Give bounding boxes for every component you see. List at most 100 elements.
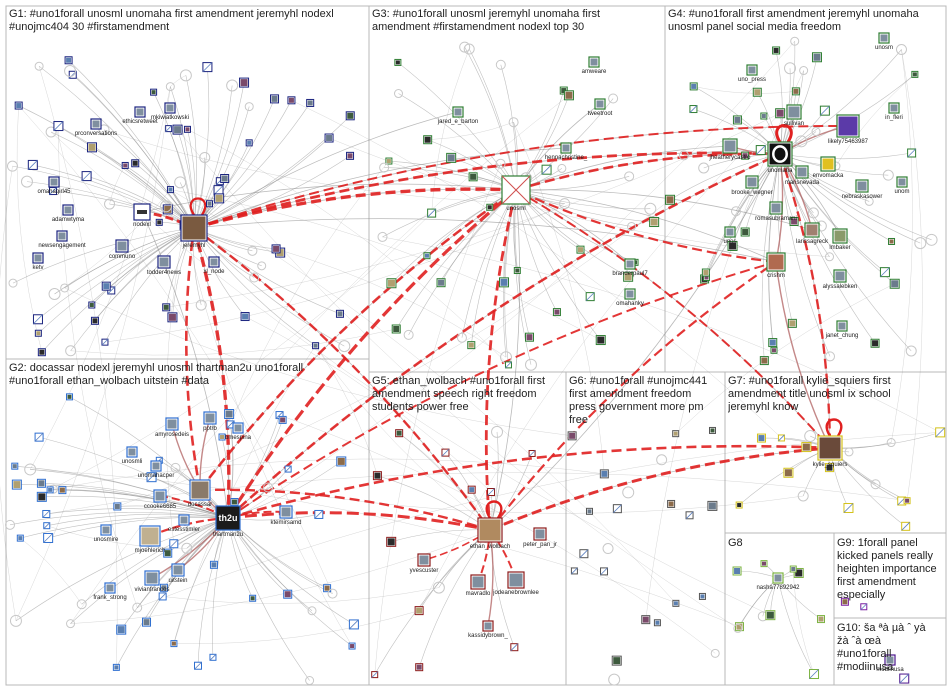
node-kassidybrown[interactable]: kassidybrown_ (468, 620, 509, 639)
node-g1-n11[interactable] (338, 340, 351, 353)
node-g2-n29[interactable] (284, 465, 292, 473)
node-jeremyhl[interactable]: jeremyhl (180, 214, 208, 249)
node-g4-n40[interactable] (791, 87, 800, 96)
node-g8-n9[interactable] (816, 615, 825, 624)
node-g1-n26[interactable] (53, 121, 64, 132)
node-g2-n3[interactable] (348, 642, 356, 650)
node-mkiwiatkowski[interactable]: mkiwiatkowski (151, 102, 189, 121)
node-g4-n11[interactable] (770, 346, 778, 354)
node-unosm[interactable]: unosm (875, 32, 893, 51)
node-brooke_wegner[interactable]: brooke_wegner (731, 175, 773, 196)
node-g1-n14[interactable] (155, 218, 163, 226)
node-g4-n5[interactable] (895, 43, 907, 55)
node-newsengagement[interactable]: newsengagement (38, 230, 86, 249)
node-g1-n43[interactable] (249, 272, 260, 283)
node-g2-n22[interactable] (46, 486, 54, 494)
node-g1-n42[interactable] (81, 171, 92, 182)
node-g3-n44[interactable] (463, 43, 475, 55)
node-g3-n34[interactable] (423, 252, 431, 260)
node-g3-n36[interactable] (456, 332, 467, 343)
node-g1-n60[interactable] (179, 69, 192, 82)
node-peter_pan_jr[interactable]: peter_pan_jr (523, 527, 557, 548)
node-g3-n27[interactable] (504, 361, 512, 369)
node-g5-n6[interactable] (415, 663, 424, 672)
node-g7-n0[interactable] (901, 521, 911, 531)
node-g3-n6[interactable] (423, 135, 433, 145)
node-crishm[interactable]: crishm (766, 252, 786, 279)
node-g6-n15[interactable] (599, 469, 609, 479)
node-g1-n28[interactable] (20, 175, 33, 188)
node-g5-n3[interactable] (467, 485, 476, 494)
node-g3-n12[interactable] (559, 198, 571, 210)
node-g6-n6[interactable] (570, 567, 578, 575)
node-g4-n7[interactable] (760, 112, 768, 120)
node-prconversations[interactable]: prconversations (75, 118, 117, 137)
node-g1-n64[interactable] (287, 96, 296, 105)
node-g1-n9[interactable] (206, 200, 214, 208)
node-g6-n9[interactable] (698, 592, 706, 600)
node-g1-n56[interactable] (64, 65, 77, 78)
node-g3-n9[interactable] (524, 332, 534, 342)
node-g7-n2[interactable] (797, 490, 809, 502)
node-g1-n48[interactable] (167, 312, 178, 323)
node-g1-n6[interactable] (239, 77, 250, 88)
node-g4-n2[interactable] (775, 108, 786, 119)
node-g2-n44[interactable] (158, 592, 167, 601)
node-g2-n4[interactable] (66, 393, 74, 401)
node-g2-n39[interactable] (5, 519, 16, 530)
node-g2-n28[interactable] (170, 462, 181, 473)
node-g3-n8[interactable] (495, 158, 506, 169)
node-unomahacper[interactable]: unomahacper (138, 460, 175, 479)
node-xl_node[interactable]: xl_node (203, 256, 225, 275)
node-docassar[interactable]: docassar (188, 479, 212, 508)
node-g3-n30[interactable] (427, 208, 437, 218)
node-g3-n29[interactable] (563, 90, 574, 101)
node-g1-n39[interactable] (271, 244, 281, 254)
node-g6-n21[interactable] (612, 504, 622, 514)
node-g8-n0[interactable] (760, 560, 768, 568)
node-g1-n67[interactable] (150, 88, 158, 96)
node-omahanky[interactable]: omahanky (616, 288, 644, 307)
node-g4-n18[interactable] (914, 237, 927, 250)
node-modiinusa[interactable]: modiinusa (876, 654, 904, 673)
node-g3-n32[interactable] (644, 202, 657, 215)
node-g5-n7[interactable] (414, 606, 424, 616)
node-g1-n34[interactable] (98, 124, 110, 136)
node-g4-n32[interactable] (787, 318, 797, 328)
node-g1-n47[interactable] (37, 348, 46, 357)
node-g4-n3[interactable] (772, 46, 781, 55)
node-g1-n33[interactable] (166, 186, 174, 194)
node-g3-n43[interactable] (486, 203, 494, 211)
node-g3-n41[interactable] (393, 89, 403, 99)
node-hennachristine[interactable]: hennachristine_ (545, 142, 588, 161)
node-g2-n26[interactable] (323, 584, 332, 593)
node-g4-n39[interactable] (811, 52, 822, 63)
node-g1-n40[interactable] (202, 62, 213, 73)
node-g4-n45[interactable] (799, 66, 809, 76)
node-g4-n0[interactable] (789, 216, 799, 226)
node-clarcasbaker[interactable]: lmbaker (829, 228, 851, 251)
node-g5-n12[interactable] (491, 425, 504, 438)
node-g4-n15[interactable] (825, 351, 836, 362)
node-g8-n1[interactable] (793, 567, 804, 578)
node-g8-n8[interactable] (789, 565, 797, 573)
node-ktemirsamd[interactable]: ktemirsamd (270, 505, 302, 526)
node-g3-n25[interactable] (623, 271, 634, 282)
node-g7-n14[interactable] (756, 433, 766, 443)
node-g6-n7[interactable] (672, 599, 680, 607)
node-g2-n48[interactable] (113, 502, 122, 511)
node-g1-n62[interactable] (27, 159, 38, 170)
node-g5-n9[interactable] (528, 449, 536, 457)
node-g2-n53[interactable] (209, 560, 218, 569)
node-g1-n8[interactable] (244, 102, 254, 112)
node-envomacka[interactable]: envomacka (813, 156, 844, 179)
node-g7-n3[interactable] (843, 503, 854, 514)
node-g10-n0[interactable] (899, 673, 910, 684)
node-g1-n18[interactable] (199, 151, 211, 163)
node-g3-n35[interactable] (436, 278, 446, 288)
node-g7-n12[interactable] (801, 442, 812, 453)
node-g1-n7[interactable] (183, 125, 191, 133)
node-kylie_squiers[interactable]: kylie_squiers (813, 435, 848, 468)
node-g4-n30[interactable] (768, 338, 778, 348)
node-g6-n10[interactable] (672, 430, 680, 438)
